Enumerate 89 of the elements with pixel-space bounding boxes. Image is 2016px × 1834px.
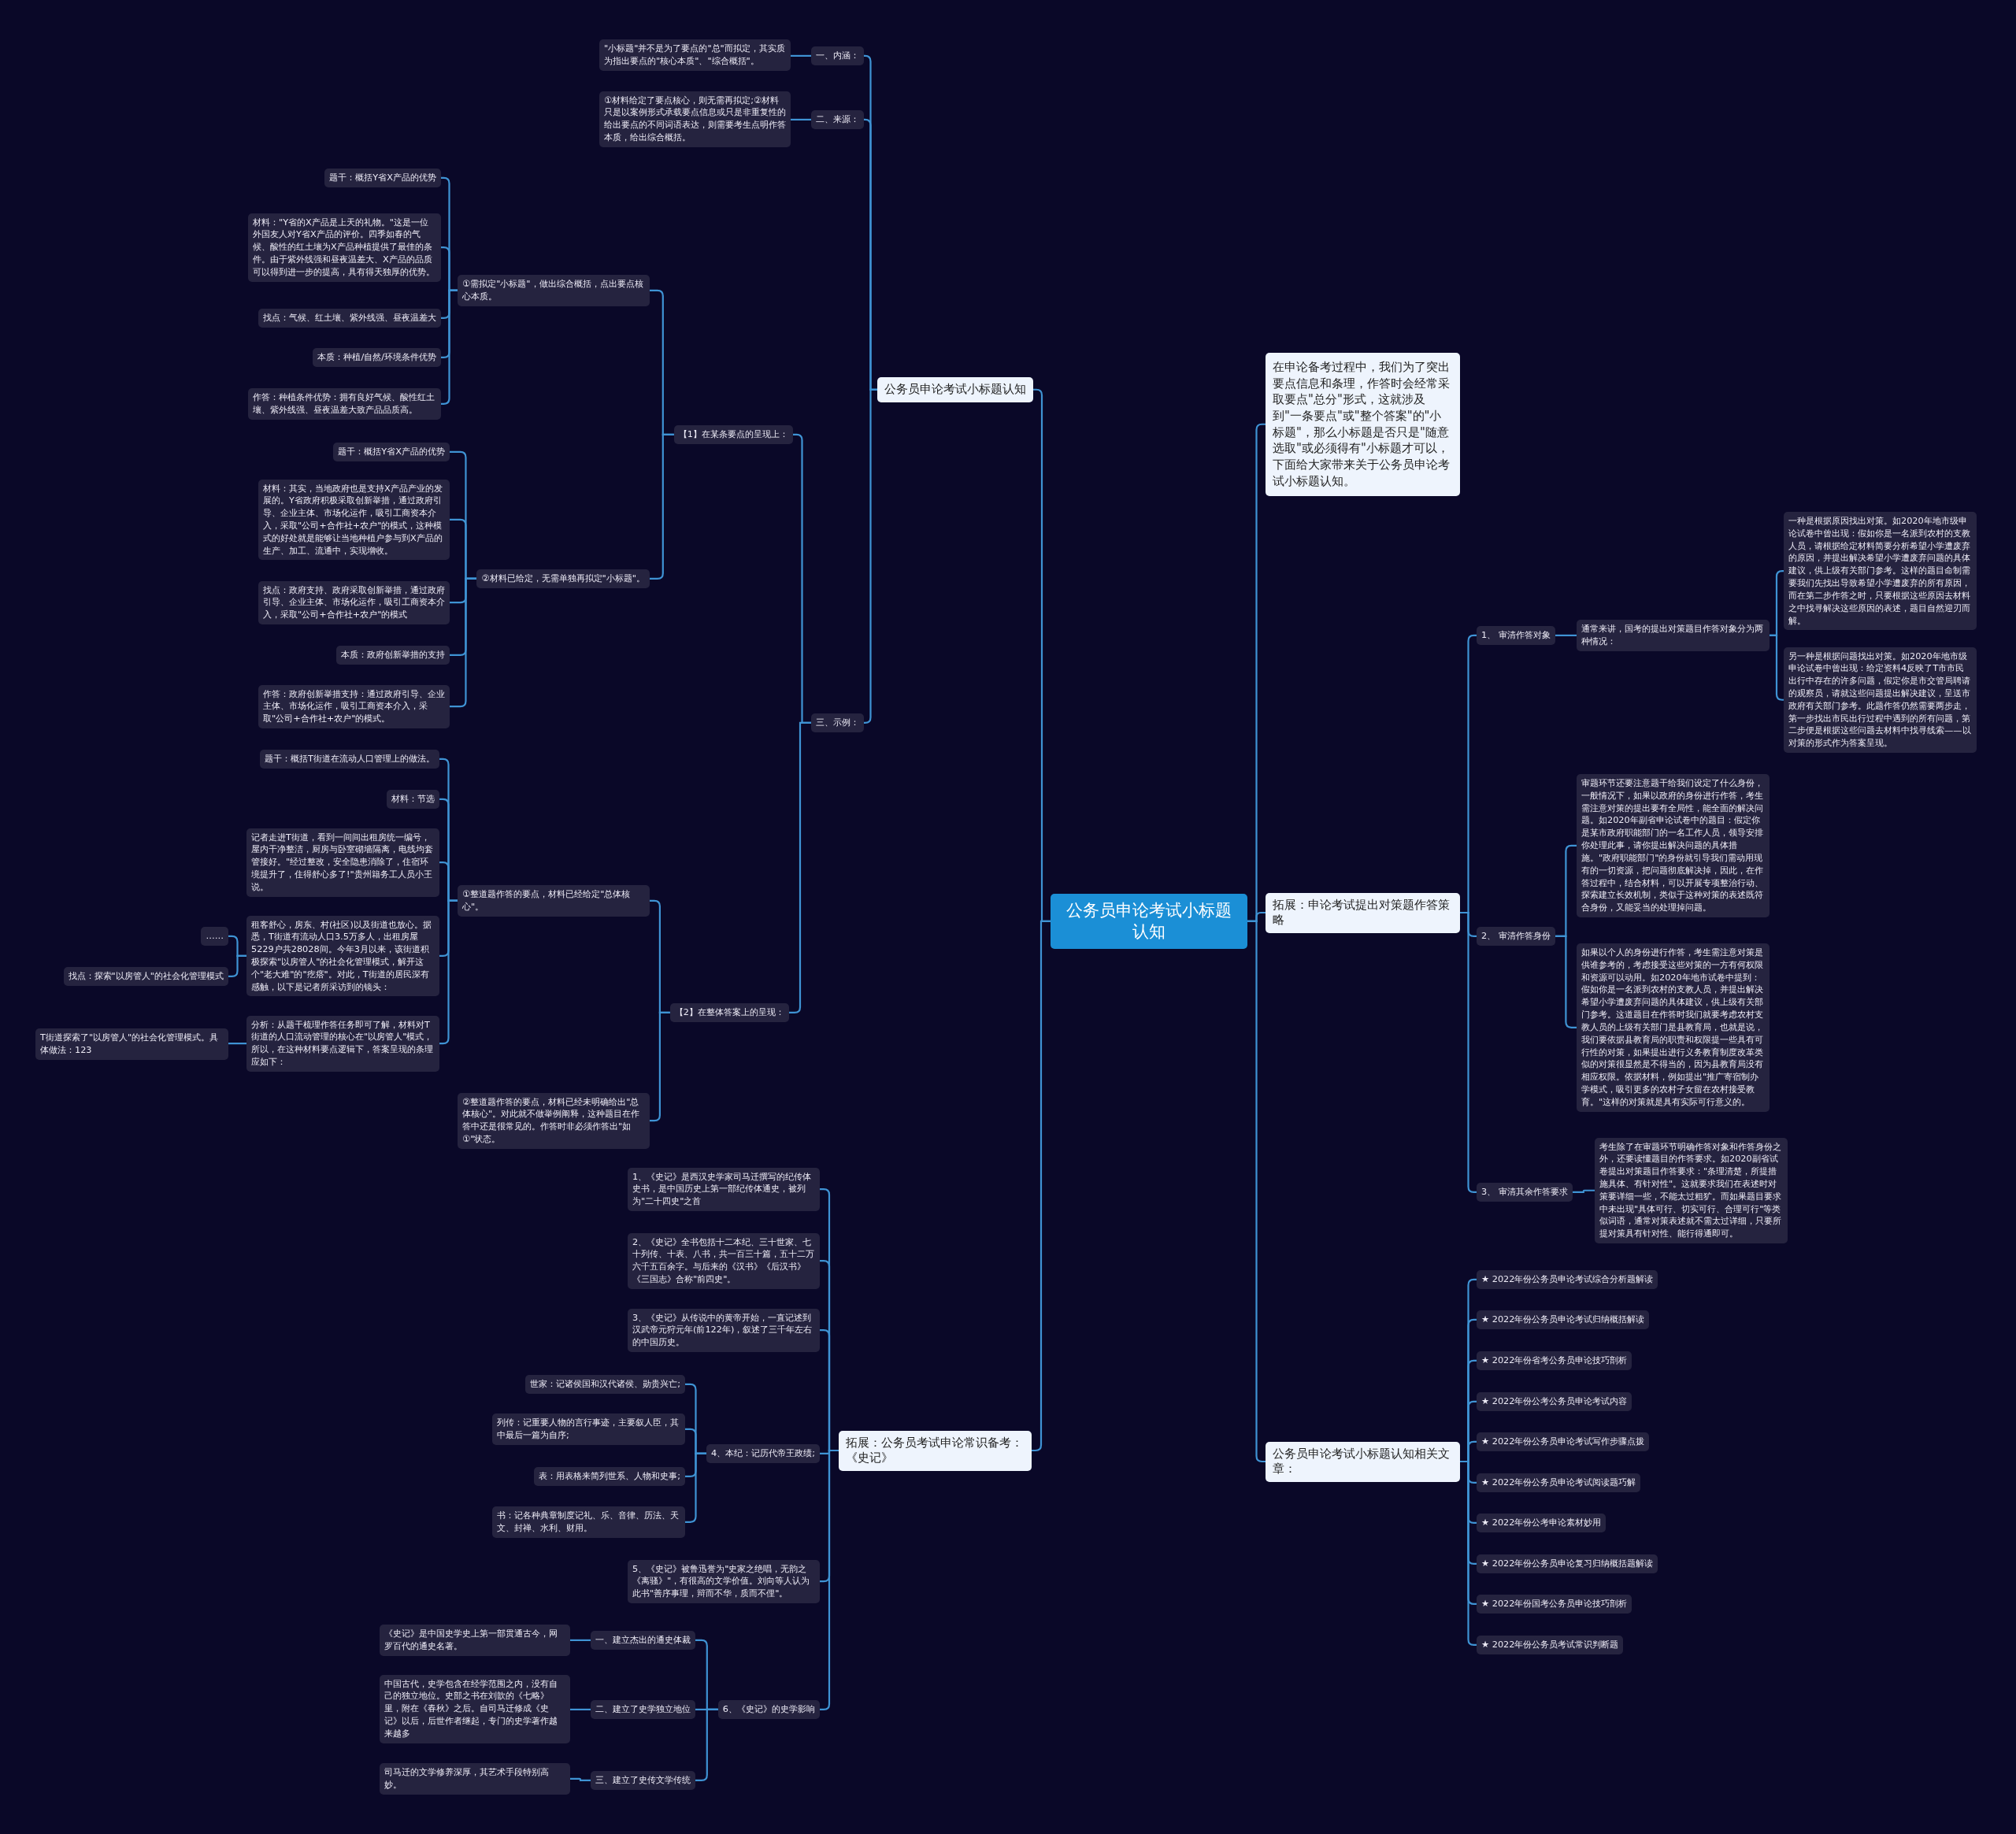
subtopic-box: 《史记》是中国史学史上第一部贯通古今，网罗百代的通史名著。 — [380, 1625, 570, 1656]
connector-line — [863, 388, 877, 724]
subtopic-box: 考生除了在审题环节明确作答对象和作答身份之外，还要读懂题目的作答要求。如2020副省试卷提出对策题目作答要求："条理清楚，所提措施具体、有针对性"。这就要求我们在表述时对策要详细一些，不能太过粗犷。而如果题目要求中未出现"具体可行、切实可行、合理可行"等类似词语，通常对策表述就不需太过详细，只要所提对策具有针对性、能行得通即可。 — [1595, 1137, 1788, 1243]
subtopic-box: 题干：概括Y省X产品的优势 — [333, 443, 450, 461]
subtopic-box: 中国古代，史学包含在经学范围之内，没有自己的独立地位。史部之书在刘歆的《七略》里，附在《春秋》之后。自司马迁修成《史记》以后，后世作者继起，专门的史学著作越来越多 — [380, 1674, 570, 1743]
subtopic-box: 三、建立了史传文学传统 — [591, 1771, 695, 1790]
subtopic-box: 作答：政府创新举措支持：通过政府引导、企业主体、市场化运作，吸引工商资本介入，采取"公司+合作社+农户"的模式。 — [258, 684, 450, 728]
subtopic-box: 【2】在整体答案上的呈现： — [669, 1003, 789, 1022]
connector-line — [1460, 911, 1477, 1193]
subtopic-box: 3、《史记》从传说中的黄帝开始，一直记述到汉武帝元狩元年(前122年)，叙述了三千年左右的中国历史。 — [628, 1308, 820, 1352]
connector-line — [441, 289, 458, 405]
subtopic-box: 4、本纪：记历代帝王政绩; — [706, 1444, 820, 1463]
connector-line — [1247, 920, 1266, 1463]
subtopic-box: 1、 审清作答对象 — [1477, 626, 1555, 645]
subtopic-box: T街道探索了"以房管人"的社会化管理模式。具体做法：123 — [35, 1028, 228, 1060]
connector-line — [1770, 634, 1784, 701]
subtopic-box: ★ 2022年份公务员申论复习归纳概括题解读 — [1477, 1554, 1658, 1573]
subtopic-box: 5、《史记》被鲁迅誉为"史家之绝唱，无韵之《离骚》"，有很高的文学价值。刘向等人认为此书"善序事理，辩而不华，质而不俚"。 — [628, 1559, 820, 1603]
topic-box: 公务员申论考试小标题认知相关文章： — [1266, 1441, 1460, 1482]
subtopic-box: 6、《史记》的史学影响 — [717, 1700, 820, 1719]
central-topic-box: 公务员申论考试小标题认知 — [1051, 893, 1247, 950]
subtopic-box: ★ 2022年份国考公务员申论技巧剖析 — [1477, 1595, 1632, 1614]
connector-line — [820, 1449, 839, 1710]
subtopic-box: 材料："Y省的X产品是上天的礼物。"这是一位外国友人对Y省X产品的评价。四季如春的气候、酸性的红土壤为X产品种植提供了最佳的条件。由于紫外线强和昼夜温差大、X产品的品质可以得到进一步的提高，具有得天独厚的优势。 — [248, 213, 441, 282]
subtopic-box: 表：用表格来简列世系、人物和史事; — [534, 1467, 685, 1486]
subtopic-box: 一种是根据原因找出对策。如2020年地市级申论试卷中曾出现：假如你是一名派到农村的支教人员，请根据给定材料简要分析希望小学遭废弃的原因，并提出解决希望小学遭废弃问题的具体建议，供上级有关部门参考。这样的题目命制需要我们先找出导致希望小学遭废弃的所有原因，而在第二步作答之时，只要根据这些原因去材料之中找寻解决这些原因的表述，题目自然迎刃而解。 — [1784, 512, 1977, 631]
subtopic-box: 分析：从题干梳理作答任务即可了解，材料对T街道的人口流动管理的核心在"以房管人"模式，所以，在这种材料要点逻辑下，答案呈现的条理应如下： — [246, 1015, 439, 1072]
subtopic-box: ★ 2022年份公务员申论考试归纳概括解读 — [1477, 1310, 1650, 1329]
subtopic-box: 一、内涵： — [811, 46, 864, 65]
subtopic-box: 材料：其实，当地政府也是支持X产品产业的发展的。Y省政府积极采取创新举措，通过政府引导、企业主体、市场化运作，吸引工商资本介入，采取"公司+合作社+农户"的模式，这种模式的好处就是能够让当地种植户参与到X产品的生产、加工、流通中，实现增收。 — [258, 479, 450, 561]
connector-line — [1555, 634, 1577, 636]
subtopic-box: 通常来讲，国考的提出对策题目作答对象分为两种情况： — [1577, 620, 1770, 651]
connector-line — [570, 1708, 591, 1710]
connector-line — [228, 954, 246, 977]
subtopic-box: ★ 2022年份省考公务员申论技巧剖析 — [1477, 1351, 1632, 1370]
subtopic-box: 找点：气候、红土壤、紫外线强、昼夜温差大 — [258, 309, 441, 328]
topic-box: 拓展：公务员考试申论常识备考：《史记》 — [839, 1430, 1032, 1471]
subtopic-box: 本质：政府创新举措的支持 — [336, 646, 450, 665]
subtopic-box: ②整道题作答的要点，材料已经未明确给出"总体核心"。对此就不做举例阐释，这种题目在作答中还是很常见的。作答时非必须作答出"如①"状态。 — [458, 1092, 650, 1149]
subtopic-box: …… — [201, 927, 228, 946]
subtopic-box: 二、来源： — [811, 110, 864, 129]
subtopic-box: 司马迁的文学修养深厚，其艺术手段特别高妙。 — [380, 1763, 570, 1795]
subtopic-box: 另一种是根据问题找出对策。如2020年地市级申论试卷中曾出现：给定资料4反映了T市市民出行中存在的许多问题，假定你是市交管局聘请的观察员，请就这些问题提出解决建议，呈送市政府有关部门参考。此题作答仍然需要两步走，第一步找出市民出行过程中遇到的所有问题，第二步便是根据这些问题去材料中找寻线索——以对策的形式作为答案呈现。 — [1784, 647, 1977, 753]
connector-line — [791, 54, 811, 57]
subtopic-box: 二、建立了史学独立地位 — [591, 1700, 695, 1719]
subtopic-box: 材料：节选 — [387, 790, 439, 809]
subtopic-box: 题干：概括T街道在流动人口管理上的做法。 — [260, 750, 439, 769]
subtopic-box: ②材料已给定，无需单独再拟定"小标题"。 — [476, 569, 650, 588]
subtopic-box: ★ 2022年份公考申论素材妙用 — [1477, 1514, 1606, 1532]
subtopic-box: 作答：种植条件优势：拥有良好气候、酸性红土壤、紫外线强、昼夜温差大致产品品质高。 — [248, 388, 441, 420]
subtopic-box: 列传：记重要人物的言行事迹，主要叙人臣，其中最后一篇为自序; — [492, 1413, 685, 1445]
subtopic-box: "小标题"并不是为了要点的"总"而拟定，其实质为指出要点的"核心本质"、"综合概括"。 — [599, 39, 791, 71]
subtopic-box: ★ 2022年份公务员申论考试阅读题巧解 — [1477, 1473, 1641, 1492]
subtopic-box: 书：记各种典章制度记礼、乐、音律、历法、天文、封禅、水利、财用。 — [492, 1506, 685, 1538]
subtopic-box: 2、 审清作答身份 — [1477, 927, 1555, 946]
subtopic-box: ①材料给定了要点核心，则无需再拟定;②材料只是以案例形式承载要点信息或只是非重复性的给出要点的不同词语表达，则需要考生点明作答本质，给出综合概括。 — [599, 91, 791, 147]
subtopic-box: 本质：种植/自然/环境条件优势 — [313, 348, 441, 367]
connector-line — [450, 577, 477, 708]
subtopic-box: ①整道题作答的要点，材料已经给定"总体核心"。 — [458, 885, 650, 917]
connector-line — [1031, 920, 1051, 1452]
subtopic-box: 三、示例： — [811, 713, 864, 732]
connector-line — [1460, 1460, 1477, 1646]
subtopic-box: ★ 2022年份公考公务员申论考试内容 — [1477, 1392, 1632, 1411]
subtopic-box: ★ 2022年份公务员考试常识判断题 — [1477, 1636, 1624, 1654]
connector-line — [650, 433, 674, 580]
topic-box: 公务员申论考试小标题认知 — [877, 377, 1033, 402]
subtopic-box: ★ 2022年份公务员申论考试综合分析题解读 — [1477, 1270, 1658, 1289]
subtopic-box: ①需拟定"小标题"，做出综合概括，点出要点核心本质。 — [458, 275, 650, 306]
subtopic-box: 租客舒心，房东、村(社区)以及街道也放心。据悉，T街道有流动人口3.5万多人，出租房屋5229户共28028间。今年3月以来，该街道积极探索"以房管人"的社会化管理模式，解开这个"老大难"的"疙瘩"。对此，T街道的居民深有感触，以下是记者所采访到的镜头： — [246, 915, 439, 997]
subtopic-box: 找点：政府支持、政府采取创新举措，通过政府引导、企业主体、市场化运作，吸引工商资本介入，采取"公司+合作社+农户"的模式 — [258, 580, 450, 624]
subtopic-box: 找点：探索"以房管人"的社会化管理模式 — [63, 967, 228, 986]
subtopic-box: 一、建立杰出的通史体裁 — [591, 1631, 695, 1650]
subtopic-box: ★ 2022年份公务员申论考试写作步骤点拨 — [1477, 1432, 1650, 1451]
subtopic-box: 审题环节还要注意题干给我们设定了什么身份，一般情况下，如果以政府的身份进行作答，考生需注意对策的提出要有全局性，能全面的解决问题。如2020年副省申论试卷中的题目：假定你是某市政府职能部门的一名工作人员，领导安排你处理此事，请你提出解决问题的具体措施。"政府职能部门"的身份就引导我们需动用现有的一切资源，把问题彻底解决掉，因此，在作答过程中，结合材料，可以开展专项整治行动、探索建立长效机制，类似于这种对策的表述既符合身份，又能妥当的处理掉问题。 — [1577, 774, 1770, 917]
connector-line — [570, 1639, 591, 1641]
connector-line — [1572, 1189, 1595, 1193]
subtopic-box: 【1】在某条要点的呈现上： — [673, 425, 793, 444]
intro-text-box: 在申论备考过程中，我们为了突出要点信息和条理，作答时会经常采取要点"总分"形式，这就涉及到"一条要点"或"整个答案"的"小标题"，那么小标题是否只是"随意选取"或必须得有"小标题才可以，下面给大家带来关于公务员申论考试小标题认知。 — [1266, 353, 1460, 496]
subtopic-box: 2、《史记》全书包括十二本纪、三十世家、七十列传、十表、八书，共一百三十篇，五十二万六千五百余字。与后来的《汉书》《后汉书》《三国志》合称"前四史"。 — [628, 1232, 820, 1289]
connector-line — [570, 1777, 591, 1781]
connector-line — [791, 118, 811, 120]
subtopic-box: 记者走进T街道，看到一间间出租房统一编号，屋内干净整洁，厨房与卧室砌墙隔离，电线均套管接好。"经过整改，安全隐患消除了，住宿环境提升了，住得舒心多了!"贵州籍务工人员小王说。 — [246, 828, 439, 897]
subtopic-box: 如果以个人的身份进行作答，考生需注意对策是供谁参考的，考虑接受这些对策的一方有何权限和资源可以动用。如2020年地市试卷中提到：假如你是一名派到农村的支教人员，并提出解决希望小学遭废弃问题的具体建议，供上级有关部门参考。这道题目在作答时我们就要考虑农村支教人员的上级有关部门是县教育局，也就是说，我们要依据县教育局的职责和权限提一些具有可行性的对策，如果提出进行义务教育制度改革类似的对策很显然是不得当的，因为县教育局没有相应权限。依据材料，例如提出"推广寄宿制办学模式，吸引更多的农村子女留在农村接受教育。"这样的对策就是具有实际可行意义的。 — [1577, 943, 1770, 1112]
subtopic-box: 1、《史记》是西汉史学家司马迁撰写的纪传体史书，是中国历史上第一部纪传体通史，被列为"二十四史"之首 — [628, 1167, 820, 1211]
subtopic-box: 世家：记诸侯国和汉代诸侯、勋贵兴亡; — [525, 1375, 685, 1394]
connector-line — [228, 1043, 246, 1045]
subtopic-box: 3、 审清其余作答要求 — [1477, 1183, 1573, 1202]
topic-box: 拓展：申论考试提出对策题作答策略 — [1266, 892, 1460, 933]
subtopic-box: 题干：概括Y省X产品的优势 — [324, 169, 441, 187]
